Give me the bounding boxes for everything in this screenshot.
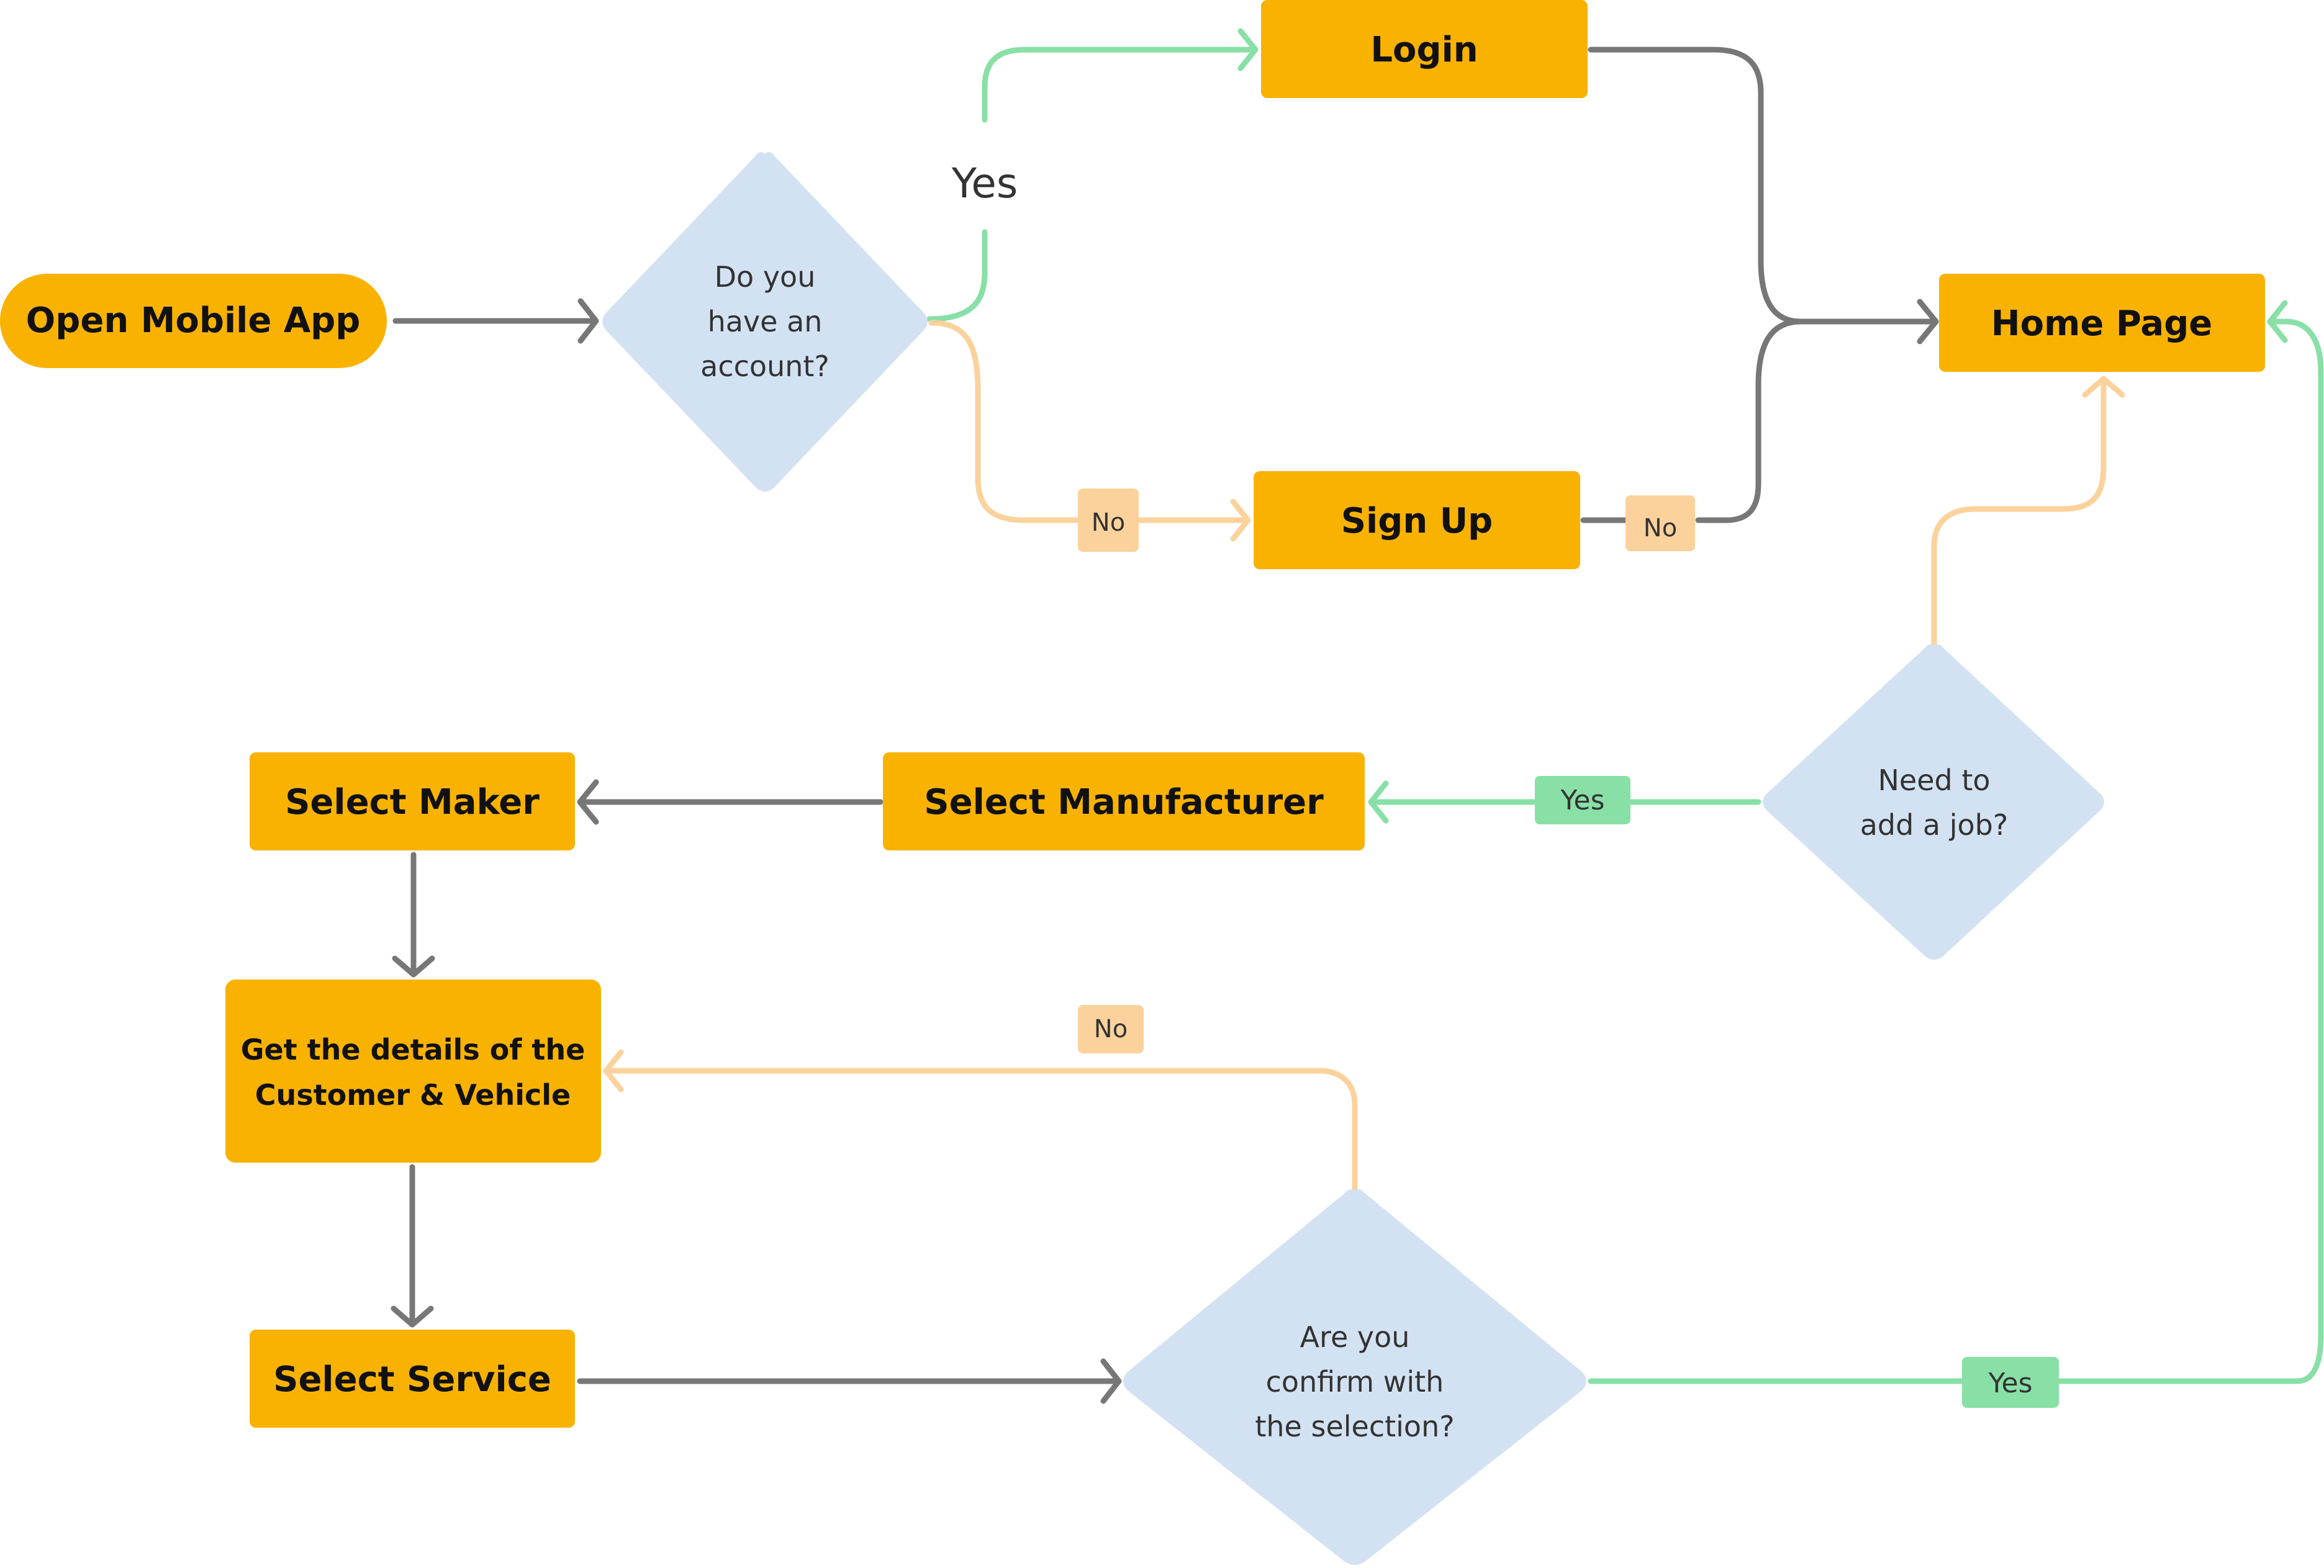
decision-label-line: have an: [708, 305, 823, 338]
node-label: Home Page: [1991, 304, 2213, 344]
arrowhead-icon: [603, 1049, 624, 1093]
decision-confirm-selection[interactable]: Are you confirm with the selection?: [1123, 1189, 1586, 1565]
arrowhead-icon: [391, 1305, 434, 1328]
arrowhead-icon: [1917, 299, 1939, 345]
node-select-service[interactable]: Select Service: [250, 1330, 575, 1428]
edge-signup-to-home: [1580, 318, 1804, 523]
node-label: Open Mobile App: [26, 300, 361, 341]
svg-text:Yes: Yes: [951, 160, 1018, 207]
edge-login-to-home: [1588, 47, 1939, 345]
node-label: Select Maker: [285, 782, 540, 822]
decision-label-line: add a job?: [1860, 808, 2009, 842]
svg-text:No: No: [1644, 514, 1677, 543]
node-label: Select Service: [273, 1359, 551, 1400]
edge-manufacturer-to-maker: [577, 779, 884, 825]
decision-label-line: account?: [700, 349, 830, 383]
edge-confirm-yes-to-home: [1588, 300, 2324, 1384]
arrowhead-icon: [577, 779, 599, 825]
node-home-page[interactable]: Home Page: [1939, 274, 2265, 372]
node-label-line: Customer & Vehicle: [255, 1078, 571, 1112]
node-label: Sign Up: [1341, 501, 1493, 541]
edge-label-confirm-no: No: [1078, 1005, 1144, 1053]
svg-text:No: No: [1094, 1015, 1128, 1043]
svg-text:No: No: [1092, 508, 1125, 537]
edge-confirm-no-to-details: [603, 1049, 1358, 1192]
decision-add-job[interactable]: Need to add a job?: [1763, 644, 2104, 960]
edge-account-yes-to-login: [926, 28, 1259, 322]
node-select-manufacturer[interactable]: Select Manufacturer: [883, 752, 1365, 850]
decision-label-line: Do you: [715, 260, 816, 294]
edge-label-account-no: No: [1078, 489, 1139, 552]
node-open-mobile-app[interactable]: Open Mobile App: [0, 274, 387, 368]
arrowhead-icon: [2267, 300, 2288, 343]
node-get-details[interactable]: Get the details of the Customer & Vehicl…: [225, 980, 601, 1163]
decision-have-account[interactable]: Do you have an account?: [602, 151, 928, 492]
arrowhead-icon: [1230, 498, 1251, 542]
node-select-maker[interactable]: Select Maker: [250, 752, 575, 850]
edge-label-account-yes: Yes: [951, 160, 1018, 207]
decision-label-line: Are you: [1300, 1320, 1410, 1354]
edge-label-signup-no: No: [1625, 495, 1695, 551]
edge-add-job-to-home: [1931, 376, 2125, 649]
arrowhead-icon: [2082, 376, 2125, 398]
node-label: Login: [1370, 30, 1478, 70]
arrowhead-icon: [1368, 780, 1389, 824]
arrowhead-icon: [1237, 28, 1259, 71]
edge-details-to-service: [391, 1164, 434, 1328]
node-sign-up[interactable]: Sign Up: [1254, 471, 1580, 569]
edge-maker-to-details: [392, 852, 435, 978]
edge-account-no-to-signup: [928, 320, 1251, 542]
decision-label-line: confirm with: [1266, 1365, 1444, 1399]
svg-text:Yes: Yes: [1987, 1367, 2032, 1399]
svg-text:Yes: Yes: [1560, 785, 1604, 816]
arrowhead-icon: [1100, 1358, 1122, 1404]
decision-label-line: the selection?: [1255, 1410, 1454, 1443]
arrowhead-icon: [392, 955, 435, 978]
node-label: Select Manufacturer: [924, 782, 1324, 822]
edge-service-to-confirm: [577, 1358, 1122, 1404]
edge-label-confirm-yes: Yes: [1962, 1357, 2059, 1408]
edge-label-add-job-yes: Yes: [1535, 776, 1630, 824]
arrowhead-icon: [577, 298, 599, 344]
edge-open-to-account: [392, 298, 599, 344]
node-label-line: Get the details of the: [241, 1033, 586, 1066]
node-login[interactable]: Login: [1261, 0, 1588, 98]
decision-label-line: Need to: [1878, 764, 1990, 797]
